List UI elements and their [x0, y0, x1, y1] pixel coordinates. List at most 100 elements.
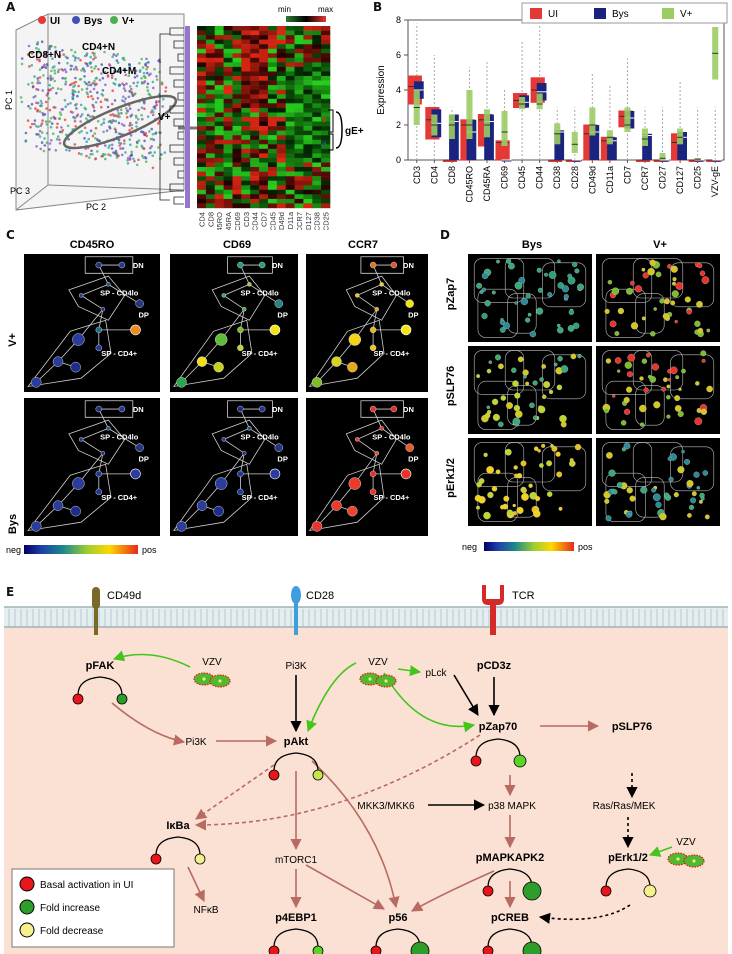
pca-point: [148, 130, 151, 133]
pca-point: [27, 44, 31, 48]
pca-point: [38, 135, 42, 138]
sp-cd4-outline: [308, 463, 385, 532]
perk-fork: [605, 868, 651, 888]
pca-point: [35, 51, 39, 54]
d-tree-node: [483, 511, 491, 520]
pca-point: [53, 72, 57, 75]
heatmap-cell: [303, 126, 313, 131]
heatmap-cell: [241, 66, 251, 72]
pca-point: [91, 115, 94, 118]
heatmap-cell: [321, 171, 331, 177]
heatmap-cell: [259, 189, 269, 195]
heatmap-cell: [321, 176, 331, 181]
pca-point: [117, 121, 121, 125]
y-tick-label: 4: [396, 85, 401, 95]
heatmap-cell: [303, 171, 313, 177]
heatmap-cell: [294, 89, 304, 95]
heatmap-cell: [197, 66, 207, 72]
heatmap-cell: [205, 76, 216, 81]
pca-point: [89, 90, 92, 93]
d-tree-node: [659, 512, 667, 521]
heatmap-cell: [285, 85, 295, 90]
pca-point: [142, 147, 146, 150]
pca-point: [90, 69, 94, 73]
d-tree-node: [547, 292, 553, 297]
d-tree-node: [577, 353, 582, 359]
heatmap-cell: [303, 135, 313, 140]
heatmap-cell: [303, 76, 313, 81]
pca-point: [20, 57, 24, 60]
d-group-outline: [507, 293, 537, 334]
pca-point: [49, 78, 53, 82]
heatmap-marker-label: CD127: [304, 212, 313, 230]
heatmap-cell: [214, 157, 224, 163]
heatmap-marker-label: CD45RO: [215, 212, 224, 230]
heatmap-cell: [205, 139, 216, 145]
tree-edge: [78, 452, 104, 484]
node-ikba: IκBa: [166, 820, 190, 832]
pca-point: [73, 116, 77, 120]
d-tree-node: [643, 387, 649, 393]
heatmap-cell: [276, 185, 286, 191]
pmapkapk2-to-p56: [411, 870, 495, 912]
tree-label: DP: [408, 454, 418, 463]
heatmap-cell: [214, 162, 224, 168]
d-tree-node: [527, 312, 532, 317]
d-tree-node: [670, 265, 678, 273]
heatmap-cell: [197, 198, 207, 204]
d-tree-node: [556, 384, 563, 391]
tree-node: [354, 437, 360, 442]
heatmap-cell: [267, 103, 278, 109]
pop-label-cd4m: CD4+M: [102, 66, 136, 77]
heatmap-cell: [259, 117, 269, 122]
tree-edge: [223, 439, 245, 454]
pca-point: [36, 108, 40, 112]
heatmap-cell: [303, 103, 313, 109]
tree-node: [95, 488, 103, 496]
d-tree-node: [525, 381, 530, 386]
tree-edge: [249, 284, 280, 305]
tree-label: DP: [138, 454, 148, 463]
heatmap-cell: [303, 94, 313, 100]
heatmap-cell: [205, 53, 216, 59]
pca-point: [77, 152, 81, 155]
heatmap-cell: [223, 203, 233, 209]
heatmap-cell: [250, 35, 260, 40]
pmapkapk2-fork: [487, 868, 533, 888]
pca-point: [140, 113, 143, 117]
pca-point: [150, 145, 153, 148]
heatmap-cell: [259, 98, 269, 104]
heatmap-cell: [214, 180, 224, 186]
d-tree-node: [649, 259, 656, 266]
heatmap-cell: [294, 144, 304, 150]
pca-point: [155, 100, 158, 103]
d-tree-node: [704, 514, 710, 520]
tree-edge: [240, 453, 245, 474]
heatmap-cell: [214, 39, 224, 45]
pca-point: [123, 139, 126, 142]
pca-point: [117, 113, 121, 116]
pca-point: [96, 91, 99, 94]
heatmap-cell: [267, 112, 278, 118]
heatmap-cell: [223, 39, 233, 45]
pca-point: [152, 86, 155, 90]
heatmap-cell: [197, 171, 207, 177]
heatmap-cell: [267, 89, 278, 95]
d-scale-neg: neg: [462, 542, 477, 552]
heatmap-cell: [276, 162, 286, 168]
tree-node: [390, 261, 398, 269]
pca-point: [113, 70, 116, 73]
heatmap-cell: [241, 62, 251, 68]
d-tree-node: [652, 493, 661, 502]
heatmap-cell: [223, 48, 233, 54]
node-pi3k-mid: Pi3K: [185, 737, 206, 748]
heatmap-cell: [303, 39, 313, 45]
heatmap-cell: [321, 94, 331, 100]
d-tree-node: [548, 271, 557, 279]
heatmap-cell: [197, 26, 207, 31]
d-tree-node: [691, 491, 697, 497]
heatmap-cell: [259, 66, 269, 72]
pca-point: [58, 111, 62, 114]
pca-point: [56, 70, 60, 74]
heatmap-cell: [197, 126, 207, 131]
